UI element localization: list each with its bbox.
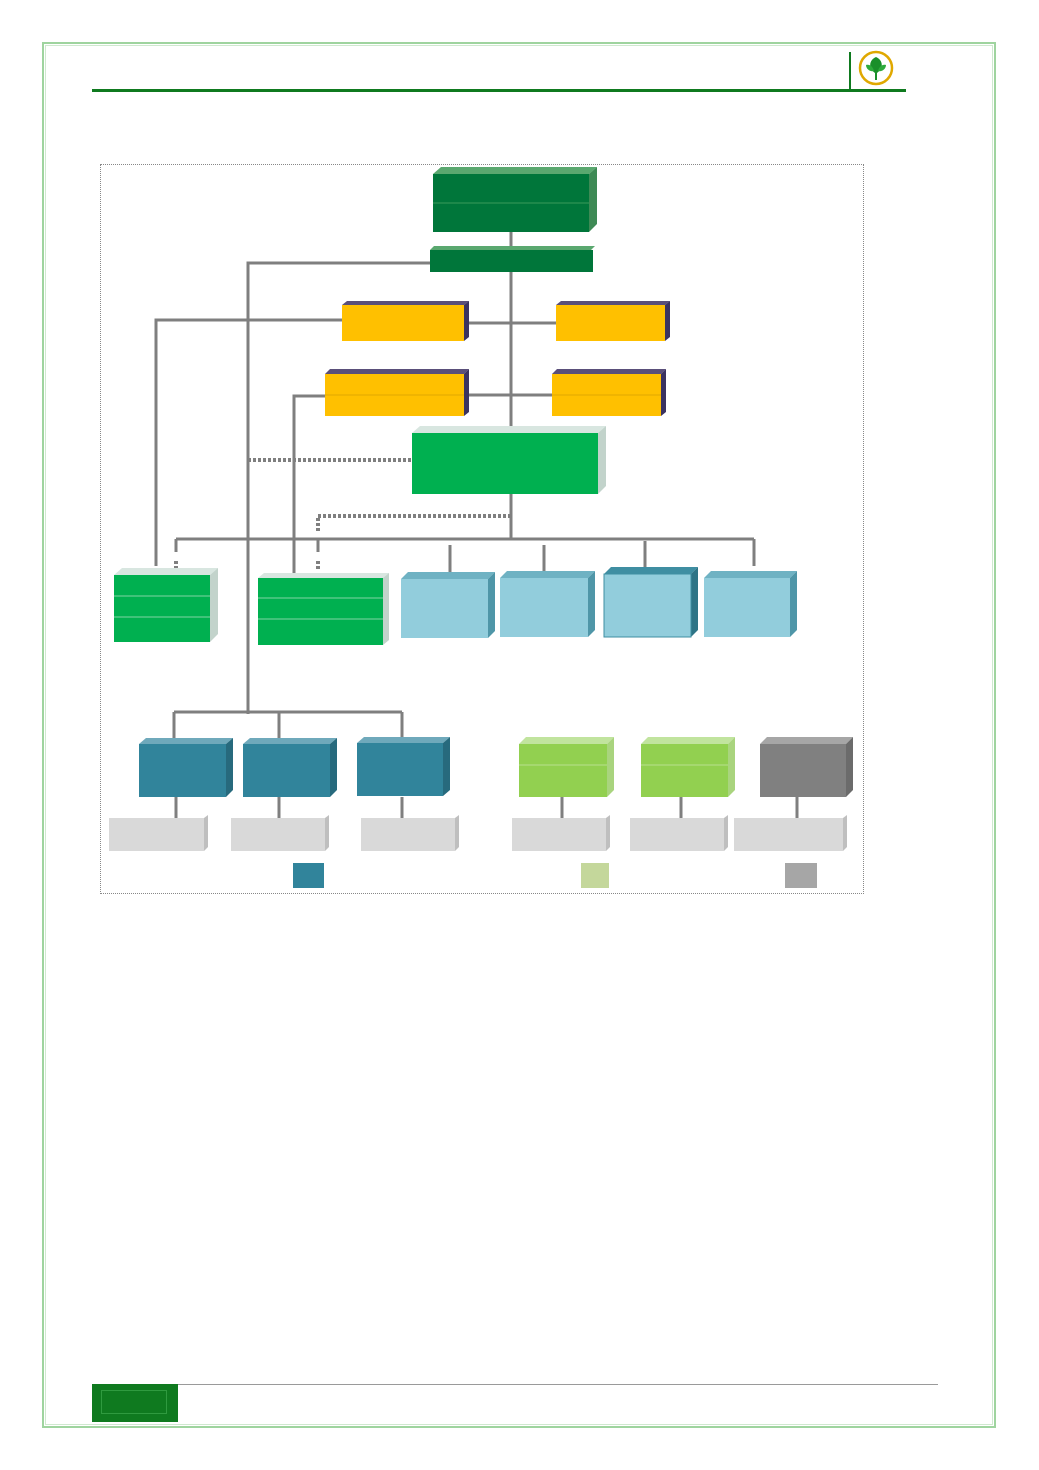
header-rule: [92, 89, 906, 92]
legend-swatch-gray: [785, 863, 817, 888]
org-box-committee-4: [552, 369, 666, 416]
org-box-management: [412, 426, 606, 494]
org-box-unit-teal-3: [357, 737, 450, 796]
page-border: [42, 42, 996, 1428]
footer-rule: [178, 1384, 938, 1385]
org-box-sub-6: [734, 815, 847, 851]
legend-swatch-pale-green: [581, 863, 609, 888]
org-box-unit-green-2: [641, 737, 735, 797]
header-divider: [849, 52, 851, 92]
org-box-sub-4: [512, 815, 610, 851]
org-box-department-1: [401, 572, 495, 638]
org-box-unit-green-1: [519, 737, 614, 797]
dotted-connector-lines: [174, 458, 511, 569]
org-box-committee-2: [556, 301, 670, 341]
org-box-unit-gray: [760, 737, 853, 797]
org-box-sub-1: [109, 815, 208, 851]
org-box-unit-teal-1: [139, 738, 233, 797]
org-box-department-4: [704, 571, 797, 637]
connector-lines: [154, 232, 799, 820]
org-box-unit-teal-2: [243, 738, 337, 797]
org-box-sub-3: [361, 815, 459, 851]
footer-page-frame: [101, 1390, 167, 1414]
leaf-emblem-icon: [858, 50, 894, 86]
org-box-board: [433, 167, 597, 232]
org-box-department-2: [500, 571, 595, 637]
legend-swatch-teal: [293, 863, 324, 888]
org-box-sub-2: [231, 815, 329, 851]
org-box-committee-3: [325, 369, 469, 416]
org-box-sub-5: [630, 815, 728, 851]
org-box-staff-2: [258, 573, 389, 645]
org-box-department-3: [603, 567, 698, 638]
page-border-inner: [45, 45, 993, 1425]
org-box-staff-1: [114, 568, 218, 642]
org-box-committee-1: [342, 301, 469, 341]
org-chart-frame: [100, 164, 864, 894]
footer-page-label: [101, 1390, 167, 1414]
org-box-secretariat: [430, 246, 595, 272]
